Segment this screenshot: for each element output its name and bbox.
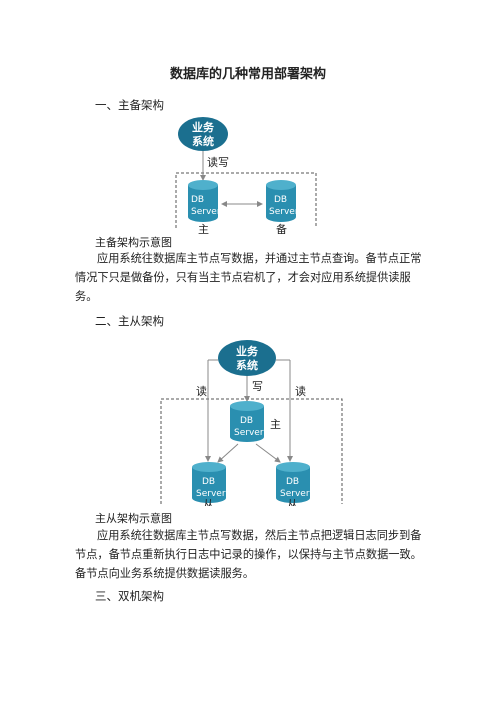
sync-arrow-right	[255, 443, 281, 463]
sync-arrow-left	[217, 443, 239, 463]
app-label-line2: 系统	[236, 358, 258, 372]
app-label-line1: 业务	[192, 120, 215, 134]
db-label-line1: DB	[191, 195, 204, 205]
master-role-label: 主	[270, 418, 281, 431]
master-slave-diagram: 业务 系统 读 读 写 DB Server 主 DB Server 从	[160, 340, 343, 506]
db-label-line2: Server	[234, 428, 264, 438]
slave-role-left-label: 从	[203, 498, 214, 506]
db-slave-right-cylinder: DB Server	[276, 462, 310, 503]
section-heading-master-slave: 二、主从架构	[95, 314, 164, 328]
deployment-boundary	[160, 398, 343, 504]
caption-master-standby: 主备架构示意图	[95, 236, 172, 249]
section-heading-dual-machine: 三、双机架构	[95, 589, 164, 603]
slave-role-right-label: 从	[287, 498, 298, 506]
write-label: 写	[252, 380, 263, 393]
read-write-label: 读写	[207, 155, 229, 169]
standby-role-label: 备	[276, 222, 287, 234]
master-standby-diagram: 业务 系统 读写 DB Server 主 DB Server 备	[175, 117, 317, 234]
db-standby-cylinder: DB Server	[266, 180, 299, 222]
db-slave-left-cylinder: DB Server	[192, 462, 226, 503]
section-heading-master-standby: 一、主备架构	[95, 98, 164, 112]
db-master-cylinder: DB Server	[230, 401, 264, 442]
db-master-cylinder: DB Server	[188, 180, 221, 222]
db-label-line2: Server	[191, 207, 221, 217]
paragraph-master-standby: 应用系统往数据库主节点写数据，并通过主节点查询。备节点正常情况下只是做备份，只有…	[75, 252, 422, 303]
app-system-node	[178, 117, 228, 151]
db-label-line1: DB	[286, 477, 299, 487]
app-system-node	[218, 340, 276, 376]
document-title: 数据库的几种常用部署架构	[169, 67, 326, 82]
read-left-line	[207, 359, 218, 459]
db-label-line1: DB	[202, 477, 215, 487]
db-label-line1: DB	[240, 416, 253, 426]
app-label-line1: 业务	[236, 344, 259, 358]
db-label-line2: Server	[280, 489, 310, 499]
read-right-label: 读	[295, 384, 306, 398]
deployment-boundary	[175, 172, 317, 228]
db-label-line1: DB	[274, 195, 287, 205]
app-label-line2: 系统	[192, 134, 214, 148]
db-label-line2: Server	[269, 207, 299, 217]
caption-master-slave: 主从架构示意图	[95, 512, 172, 525]
master-role-label: 主	[198, 223, 209, 234]
paragraph-master-slave: 应用系统往数据库主节点写数据，然后主节点把逻辑日志同步到备节点，备节点重新执行日…	[75, 529, 422, 580]
read-left-label: 读	[196, 384, 207, 398]
db-label-line2: Server	[196, 489, 226, 499]
